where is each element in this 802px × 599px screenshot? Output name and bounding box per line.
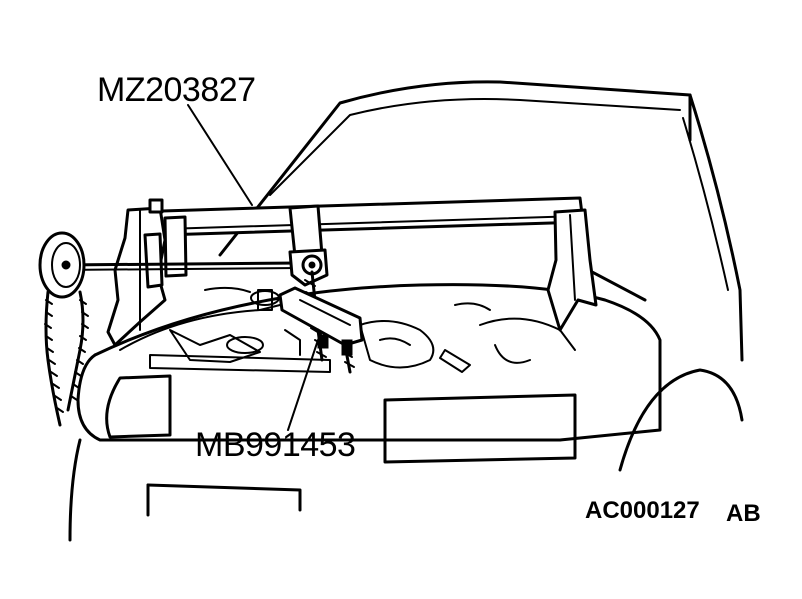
engine-lifter-beam: [38, 196, 598, 427]
figure-code: AC000127: [585, 497, 700, 524]
callout-label-mz203827: MZ203827: [97, 71, 256, 109]
leader-line-top: [187, 104, 253, 206]
engine-hanger: [278, 270, 364, 374]
callout-label-mb991453: MB991453: [195, 426, 356, 464]
engine-bay: [119, 286, 576, 373]
car-body: [68, 80, 744, 542]
leader-line-bottom: [287, 339, 319, 431]
figure-code-suffix: AB: [726, 500, 761, 527]
